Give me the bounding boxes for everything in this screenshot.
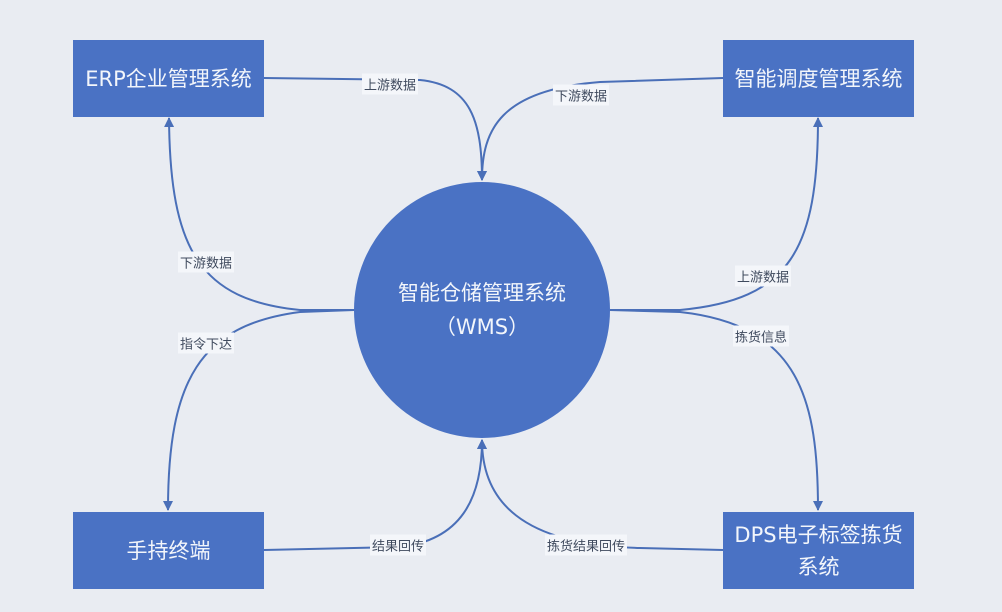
edge-label-erp-to-wms: 上游数据 xyxy=(361,73,419,95)
node-wms-subtitle: （WMS） xyxy=(434,315,530,339)
node-handheld-label: 手持终端 xyxy=(126,538,211,563)
node-handheld[interactable]: 手持终端 xyxy=(73,512,264,589)
edge-label-wms-to-dispatch: 上游数据 xyxy=(734,265,792,287)
node-dps[interactable]: DPS电子标签拣货系统 xyxy=(723,512,914,589)
edge-wms-to-dispatch xyxy=(610,117,823,311)
edge-erp-to-wms xyxy=(263,77,487,181)
edge-wms-to-erp xyxy=(164,117,354,311)
node-erp[interactable]: ERP企业管理系统 xyxy=(73,40,264,117)
edge-wms-to-dps xyxy=(609,309,823,511)
edge-handheld-to-wms xyxy=(263,439,487,551)
node-dps-label: DPS电子标签拣货系统 xyxy=(734,522,903,579)
edge-dispatch-to-wms xyxy=(477,77,724,181)
edge-label-dps-to-wms: 拣货结果回传 xyxy=(544,534,628,556)
edge-label-wms-to-handheld: 指令下达 xyxy=(177,332,235,354)
edge-dps-to-wms xyxy=(477,439,724,551)
edge-label-wms-to-erp: 下游数据 xyxy=(177,251,235,273)
node-dispatch[interactable]: 智能调度管理系统 xyxy=(723,40,914,117)
edge-label-dispatch-to-wms: 下游数据 xyxy=(552,84,610,106)
edge-wms-to-handheld xyxy=(163,309,355,511)
node-erp-label: ERP企业管理系统 xyxy=(85,66,252,91)
node-wms[interactable]: 智能仓储管理系统 （WMS） xyxy=(354,182,610,438)
edge-label-wms-to-dps: 拣货信息 xyxy=(732,325,790,347)
node-wms-title: 智能仓储管理系统 xyxy=(398,281,566,305)
edge-label-handheld-to-wms: 结果回传 xyxy=(369,534,427,556)
node-dispatch-label: 智能调度管理系统 xyxy=(734,66,903,91)
